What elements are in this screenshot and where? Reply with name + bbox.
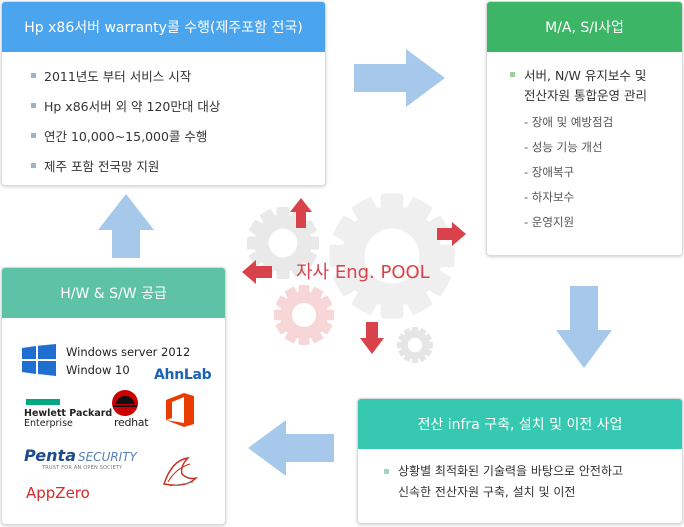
ma-main-line2: 전산자원 통합운영 관리	[524, 88, 647, 103]
gear-icon	[247, 207, 319, 279]
ma-sub-item: - 하자보수	[524, 190, 575, 204]
list-item: Hp x86서버 외 약 120만대 대상	[44, 99, 221, 114]
list-item: 제주 포함 전국망 지원	[44, 159, 160, 174]
gear-icon	[329, 193, 455, 319]
ma-sub-item: - 운영지원	[524, 215, 575, 229]
bullet	[31, 103, 36, 108]
arrow-up-icon	[98, 194, 154, 258]
ma-sub-item: - 성능 기능 개선	[524, 140, 603, 154]
hpe-logo-icon	[26, 399, 60, 405]
gear-icon	[274, 285, 334, 345]
ma-si-box: M/A, S/I사업 서버, N/W 유지보수 및 전산자원 통합운영 관리 -…	[486, 1, 683, 256]
hpe-line2: Enterprise	[24, 418, 73, 429]
ahnlab-logo: AhnLab	[154, 367, 212, 383]
hw-sw-box: H/W & S/W 공급 Windows server 2012 Window …	[1, 267, 226, 525]
arrow-up-icon	[290, 198, 312, 228]
bullet	[384, 469, 389, 474]
bullet	[31, 133, 36, 138]
penta-security-word: SECURITY	[77, 450, 137, 464]
list-item: 연간 10,000~15,000콜 수행	[44, 129, 208, 144]
hw-sw-title: H/W & S/W 공급	[2, 268, 225, 318]
arrow-left-icon	[248, 420, 334, 476]
penta-tagline: TRUST FOR AN OPEN SOCIETY	[42, 465, 123, 471]
appzero-logo: AppZero	[26, 484, 90, 502]
arrow-down-icon	[360, 322, 384, 354]
windows-logo-icon	[22, 344, 56, 376]
redhat-logo-icon	[112, 390, 138, 416]
ma-sub-item: - 장애 및 예방점검	[524, 115, 614, 129]
warranty-box: Hp x86서버 warranty콜 수행(제주포함 전국) 2011년도 부터…	[1, 1, 326, 186]
infra-line1: 상황별 최적화된 기술력을 바탕으로 안전하고	[398, 464, 624, 478]
arrow-left-icon	[242, 260, 272, 284]
arrow-right-icon	[437, 222, 466, 246]
windows-line1: Windows server 2012	[66, 345, 191, 359]
arrow-right-icon	[354, 49, 445, 107]
infra-line2: 신속한 전산자원 구축, 설치 및 이전	[398, 485, 576, 499]
arrow-down-icon	[556, 286, 612, 368]
ma-main-line1: 서버, N/W 유지보수 및	[524, 68, 647, 83]
warranty-title: Hp x86서버 warranty콜 수행(제주포함 전국)	[2, 2, 325, 52]
redhat-logo: redhat	[114, 416, 149, 429]
office-logo-icon	[166, 393, 194, 427]
center-label: 자사 Eng. POOL	[296, 262, 430, 283]
ma-si-title: M/A, S/I사업	[487, 2, 682, 52]
sql-server-logo-icon	[163, 457, 199, 487]
bullet	[510, 72, 515, 77]
windows-line2: Window 10	[66, 363, 130, 377]
gear-icon	[397, 327, 433, 363]
ma-sub-item: - 장애복구	[524, 165, 575, 179]
bullet	[31, 163, 36, 168]
bullet	[31, 73, 36, 78]
infra-title: 전산 infra 구축, 설치 및 이전 사업	[358, 399, 682, 449]
infra-box: 전산 infra 구축, 설치 및 이전 사업 상황별 최적화된 기술력을 바탕…	[357, 398, 683, 524]
list-item: 2011년도 부터 서비스 시작	[44, 69, 192, 84]
penta-word: Penta	[24, 446, 76, 465]
hpe-line1: Hewlett Packard	[24, 408, 113, 419]
